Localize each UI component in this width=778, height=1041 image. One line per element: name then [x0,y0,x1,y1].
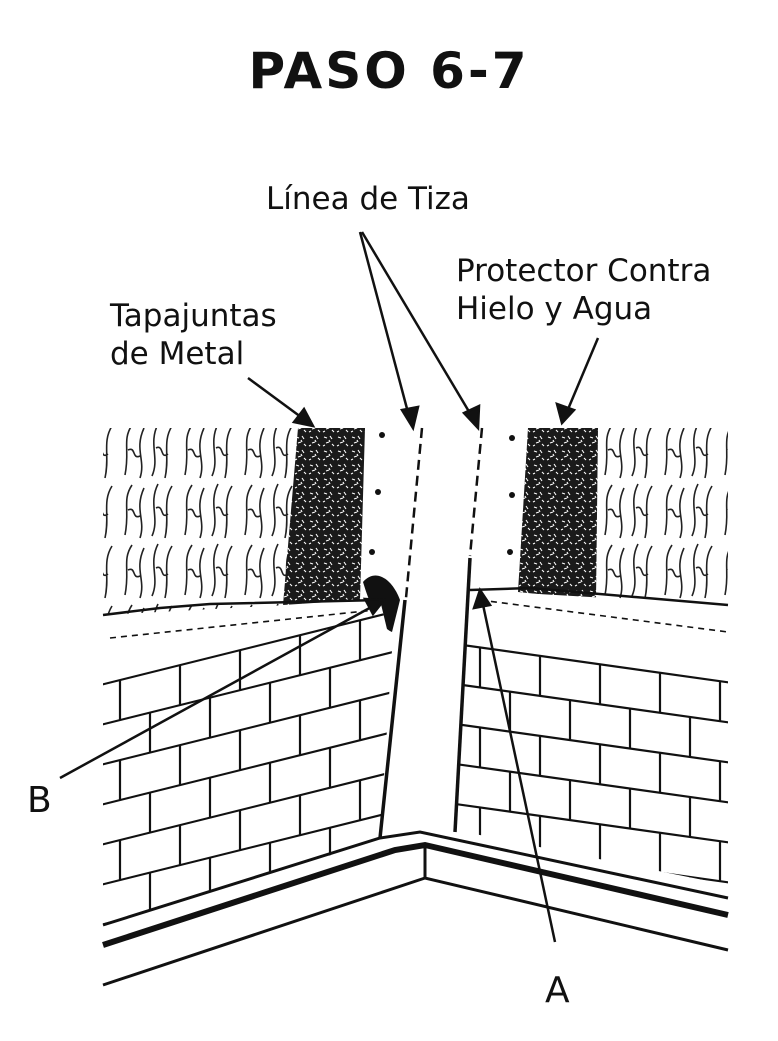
chalk-line-right [468,427,484,557]
valley-left-border [378,599,407,839]
left-metal-flashing-strip [283,428,365,605]
nail-dots [369,432,515,555]
step-title: PASO 6-7 [248,42,530,100]
marker-a-label: A [545,970,570,1011]
chalk-line-left [404,427,424,599]
left-roof-deck [103,428,298,618]
eave-fascia [102,830,729,987]
right-roof-deck [596,428,728,603]
callout-arrows [59,231,600,943]
ice-water-protector-label: Protector Contra Hielo y Agua [456,252,711,328]
ice-water-protector-label-line1: Protector Contra [456,253,712,289]
metal-flashing-label-line2: de Metal [110,336,245,372]
chalk-line-label: Línea de Tiza [266,181,470,217]
ice-water-protector-label-line2: Hielo y Agua [456,291,653,327]
metal-flashing-label-line1: Tapajuntas [110,298,277,334]
right-shingle-field [455,590,728,885]
left-nail-line [109,609,376,639]
right-shingle-top-edge [469,586,729,607]
valley-right-border [453,557,472,833]
left-shingle-top-edge [102,598,381,617]
marker-b-label: B [27,780,52,821]
metal-flashing-label: Tapajuntas de Metal [110,297,277,373]
right-nail-line [479,599,729,633]
right-ice-water-protector-strip [518,428,598,600]
